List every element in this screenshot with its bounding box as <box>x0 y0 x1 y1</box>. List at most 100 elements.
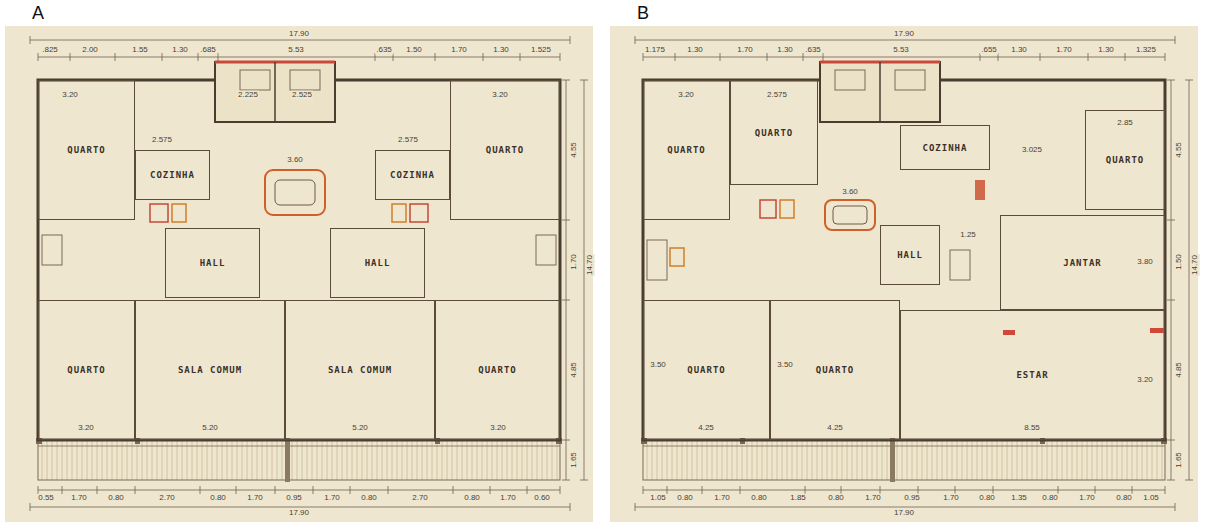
dimension-label: 1.05 <box>1142 494 1160 503</box>
dimension-label: 5.53 <box>892 46 910 55</box>
dimension-label: 1.175 <box>644 46 666 55</box>
room-box: SALA COMUM <box>135 300 285 440</box>
room-name: QUARTO <box>686 365 727 375</box>
room-name: QUARTO <box>1105 155 1146 165</box>
room-box: SALA COMUM <box>285 300 435 440</box>
dimension-label: 1.70 <box>713 494 731 503</box>
dimension-label: 2.525 <box>291 91 313 100</box>
dimension-label: 2.70 <box>158 494 176 503</box>
dimension-label: .655 <box>980 46 998 55</box>
dimension-label: 4.55 <box>570 141 579 159</box>
dimension-label: 4.85 <box>1175 361 1184 379</box>
room-name: QUARTO <box>477 365 518 375</box>
dimension-label: 1.25 <box>959 231 977 240</box>
dimension-label: 1.30 <box>1010 46 1028 55</box>
room-name: JANTAR <box>1062 258 1103 268</box>
dimension-label: 1.30 <box>686 46 704 55</box>
dimension-label: 0.80 <box>1041 494 1059 503</box>
dimension-label: 4.25 <box>826 424 844 433</box>
dimension-label: 3.20 <box>491 91 509 100</box>
dimension-label: 0.55 <box>37 494 55 503</box>
dimension-label: 14.70 <box>586 254 595 276</box>
dimension-label: 3.20 <box>1136 376 1154 385</box>
room-box: COZINHA <box>375 150 450 200</box>
dimension-label: 1.30 <box>776 46 794 55</box>
room-name: QUARTO <box>666 145 707 155</box>
room-box: HALL <box>330 228 425 298</box>
room-name: QUARTO <box>66 365 107 375</box>
dimension-label: 0.80 <box>676 494 694 503</box>
room-name: HALL <box>364 258 392 268</box>
room-box: COZINHA <box>135 150 210 200</box>
dimension-label: 17.90 <box>288 509 310 518</box>
dimension-label: 3.20 <box>77 424 95 433</box>
dimension-label: 0.80 <box>1115 494 1133 503</box>
room-box: COZINHA <box>900 125 990 170</box>
dimension-label: 2.575 <box>766 91 788 100</box>
dimension-label: 5.20 <box>351 424 369 433</box>
dimension-label: 17.90 <box>893 509 915 518</box>
dimension-label: 1.85 <box>789 494 807 503</box>
room-name: QUARTO <box>815 365 856 375</box>
room-name: SALA COMUM <box>327 365 393 375</box>
dimension-label: 1.70 <box>864 494 882 503</box>
dimension-label: 1.70 <box>323 494 341 503</box>
dimension-label: 2.575 <box>397 136 419 145</box>
dimension-label: 1.30 <box>171 46 189 55</box>
dimension-label: 1.65 <box>570 451 579 469</box>
dimension-label: 1.70 <box>736 46 754 55</box>
panel-letter: B <box>636 3 650 24</box>
dimension-label: 1.55 <box>131 46 149 55</box>
dimension-label: 0.80 <box>463 494 481 503</box>
room-name: COZINHA <box>149 170 196 180</box>
room-box: QUARTO <box>38 80 135 220</box>
dimension-label: 1.30 <box>1097 46 1115 55</box>
dimension-label: 1.50 <box>1175 253 1184 271</box>
dimension-label: 2.85 <box>1116 119 1134 128</box>
room-box: ESTAR <box>900 310 1165 440</box>
room-box: QUARTO <box>770 300 900 440</box>
room-name: HALL <box>896 250 924 260</box>
room-name: COZINHA <box>922 143 969 153</box>
room-box: HALL <box>165 228 260 298</box>
dimension-label: 3.50 <box>776 361 794 370</box>
dimension-label: 2.575 <box>151 136 173 145</box>
dimension-label: 4.85 <box>570 361 579 379</box>
room-name: SALA COMUM <box>177 365 243 375</box>
dimension-label: 2.225 <box>237 91 259 100</box>
dimension-label: .635 <box>375 46 393 55</box>
dimension-label: 1.525 <box>530 46 552 55</box>
dimension-label: 1.70 <box>570 253 579 271</box>
dimension-label: 1.30 <box>492 46 510 55</box>
dimension-label: 4.25 <box>697 424 715 433</box>
room-box: QUARTO <box>643 80 730 220</box>
dimension-label: 3.20 <box>677 91 695 100</box>
dimension-label: 2.70 <box>411 494 429 503</box>
dimension-label: 1.70 <box>942 494 960 503</box>
dimension-label: 17.90 <box>893 30 915 39</box>
dimension-label: 1.70 <box>450 46 468 55</box>
room-name: COZINHA <box>389 170 436 180</box>
dimension-label: 3.60 <box>841 188 859 197</box>
dimension-label: 1.35 <box>1010 494 1028 503</box>
dimension-label: 17.90 <box>288 30 310 39</box>
dimension-label: 0.80 <box>209 494 227 503</box>
room-name: HALL <box>199 258 227 268</box>
dimension-label: 5.53 <box>287 46 305 55</box>
dimension-label: 1.325 <box>1135 46 1157 55</box>
dimension-label: 1.05 <box>649 494 667 503</box>
dimension-label: 14.70 <box>1191 254 1200 276</box>
dimension-label: 1.70 <box>246 494 264 503</box>
dimension-label: 4.55 <box>1175 141 1184 159</box>
room-name: ESTAR <box>1015 370 1049 380</box>
dimension-label: 3.025 <box>1021 146 1043 155</box>
dimension-label: 3.50 <box>649 361 667 370</box>
dimension-label: 5.20 <box>201 424 219 433</box>
room-name: QUARTO <box>754 128 795 138</box>
dimension-label: 3.60 <box>286 156 304 165</box>
room-name: QUARTO <box>485 145 526 155</box>
room-box: QUARTO <box>643 300 770 440</box>
dimension-label: 8.55 <box>1023 424 1041 433</box>
